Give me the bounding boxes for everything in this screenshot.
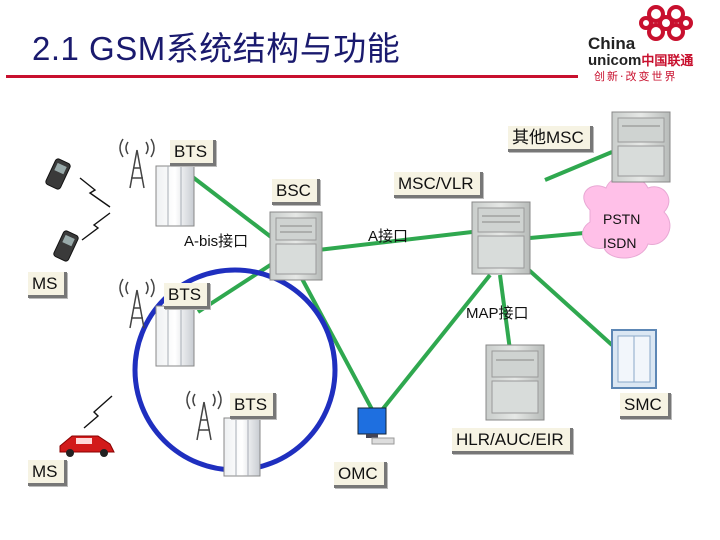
omc-workstation-icon: [357, 407, 395, 445]
bts-rack-top-icon: [155, 165, 195, 227]
mobile-phone-1-icon: [45, 158, 71, 190]
label-ms-top: MS: [28, 272, 67, 298]
label-isdn: ISDN: [603, 235, 637, 251]
link-bsc-omc: [298, 274, 377, 416]
label-abis-interface: A-bis接口: [184, 233, 249, 250]
mobile-phone-2-icon: [53, 230, 79, 262]
label-ms-bottom: MS: [28, 460, 67, 486]
label-bts-bottom: BTS: [230, 393, 277, 419]
network-links: [188, 150, 614, 417]
link-bsc-msc: [317, 230, 473, 252]
link-msc-smc: [518, 260, 614, 347]
bts-rack-bottom-icon: [223, 417, 261, 477]
smc-cabinet-icon: [611, 329, 657, 389]
hlr-cabinet-icon: [485, 344, 545, 421]
logo-line2-cn: 中国联通: [641, 53, 694, 68]
radio-link-icons: [79, 177, 113, 429]
msc-cabinet-icon: [471, 201, 531, 275]
label-msc-vlr: MSC/VLR: [394, 172, 483, 198]
logo-line2-en: unicom: [588, 52, 642, 69]
antenna-mid-icon: [119, 278, 155, 329]
mobile-car-icon: [59, 435, 115, 457]
link-msc-hlr: [498, 274, 512, 351]
slide-title: 2.1 GSM系统结构与功能: [32, 30, 401, 67]
bsc-cabinet-icon: [269, 211, 323, 281]
label-bts-top: BTS: [170, 140, 217, 166]
logo-line1: China: [588, 34, 636, 53]
link-bsc-bts-mid: [196, 258, 280, 314]
antenna-top-icon: [119, 138, 155, 189]
company-logo: China unicom中国联通 创新·改变世界: [584, 4, 716, 83]
label-other-msc: 其他MSC: [508, 126, 593, 152]
other-msc-cabinet-icon: [611, 111, 671, 183]
bts-rack-mid-icon: [155, 305, 195, 367]
label-smc: SMC: [620, 393, 671, 419]
logo-slogan: 创新·改变世界: [594, 70, 678, 83]
link-bts-bsc: [188, 173, 277, 242]
label-pstn: PSTN: [603, 211, 641, 227]
label-a-interface: A接口: [368, 228, 409, 245]
label-map-interface: MAP接口: [466, 305, 529, 322]
label-hlr-auc-eir: HLR/AUC/EIR: [452, 428, 573, 454]
label-omc: OMC: [334, 462, 387, 488]
link-msc-omc: [376, 273, 492, 417]
label-bsc: BSC: [272, 179, 320, 205]
pstn-cloud-icon: [582, 175, 671, 259]
label-bts-mid: BTS: [164, 283, 211, 309]
antenna-bottom-icon: [186, 390, 222, 441]
title-divider: [6, 75, 578, 78]
logo-line2: unicom中国联通: [588, 50, 693, 69]
link-msc-other: [544, 150, 613, 182]
logo-knot-icon: [639, 5, 693, 41]
